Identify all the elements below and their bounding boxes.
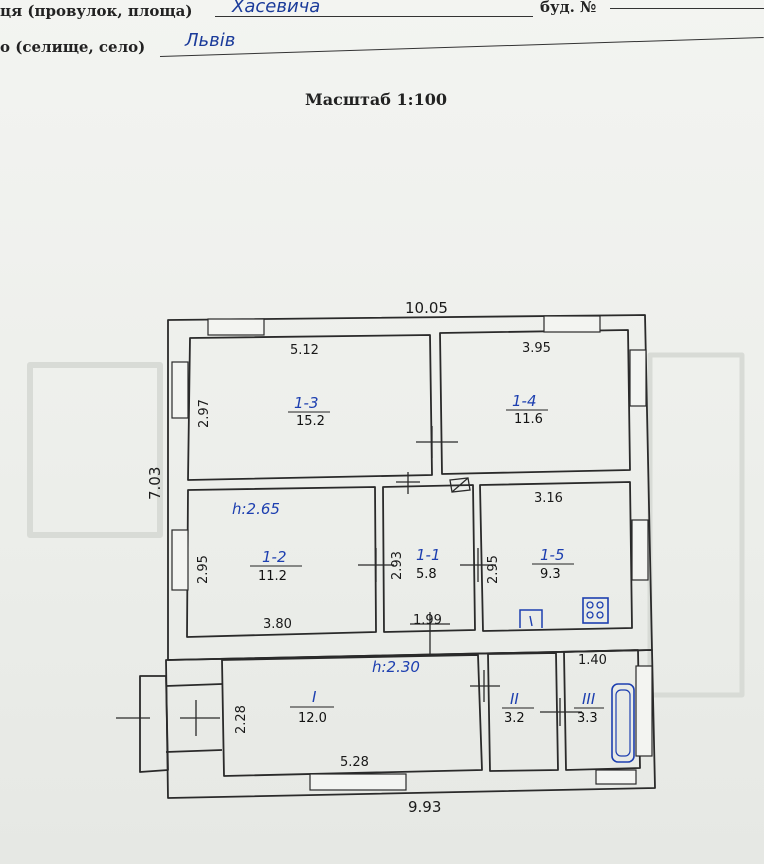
dim-top-width: 10.05 [405,299,448,317]
door-III [540,698,582,726]
stove-icon [582,597,609,624]
header-city-row: о (селище, село) Львів [0,30,764,64]
window-right-upper [629,349,647,407]
window-top-right [543,315,601,333]
room-II-area: 3.2 [504,711,525,726]
door-1-1-top [396,472,420,494]
room-1-5-depth: 2.95 [486,555,501,584]
room-III-area: 3.3 [577,711,598,726]
window-left-lower [171,529,189,591]
header-street-row: ця (провулок, площа) Хасевича буд. № [0,0,764,24]
room-1-4-area: 11.6 [514,412,543,427]
dim-left-height: 7.03 [146,467,164,500]
room-II-outline [487,652,559,772]
height-main: h:2.65 [232,500,280,518]
bleed-through-left [27,362,163,538]
room-1-4-id: 1-4 [512,392,537,410]
porch-outline [139,675,169,773]
room-I-width: 5.28 [340,755,369,770]
building-underline [610,8,764,9]
room-1-4-width: 3.95 [522,341,551,356]
room-1-5-outline [479,481,633,632]
bathtub-icon [611,683,635,763]
room-1-5-id: 1-5 [540,546,565,564]
room-1-2-width: 3.80 [263,617,292,632]
room-1-3-width: 5.12 [290,343,319,358]
room-1-2-area: 11.2 [258,569,287,584]
room-I-outline [221,654,483,777]
room-1-1-id: 1-1 [416,546,441,564]
windows [171,315,653,791]
city-value[interactable]: Львів [185,30,236,51]
door-1-1-bottom [410,612,450,655]
room-I-id: I [312,688,317,706]
room-1-3-id: 1-3 [294,394,319,412]
street-value[interactable]: Хасевича [232,0,321,17]
porch-steps [165,683,223,753]
door-1-2 [358,548,394,582]
room-I-area: 12.0 [298,711,327,726]
door-1-3 [416,426,458,458]
door-entrance [116,700,220,736]
window-bottom [309,773,407,791]
window-top-left [207,318,265,336]
door-II [470,670,500,702]
scale-title: Масштаб 1:100 [305,90,447,109]
room-1-3-outline [187,334,433,481]
chimney [449,477,471,493]
room-III-id: III [582,690,596,708]
room-1-1-width: 1.99 [413,613,442,628]
room-1-2-id: 1-2 [262,548,287,566]
room-I-depth: 2.28 [234,705,249,734]
room-1-5-area: 9.3 [540,567,561,582]
door-1-5 [460,548,496,582]
street-label: ця (провулок, площа) [0,2,193,20]
sink-icon [519,609,543,628]
window-annex-right [635,665,653,757]
street-underline [215,16,533,17]
room-II-id: II [510,690,519,708]
room-1-3-depth: 2.97 [197,399,212,428]
city-label: о (селище, село) [0,38,146,56]
room-1-3-area: 15.2 [296,414,325,429]
dim-bottom-width: 9.93 [408,798,441,816]
room-III-width: 1.40 [578,653,607,668]
building-label: буд. № [540,0,597,16]
window-right-lower [631,519,649,581]
door-markers [116,426,582,736]
window-left-upper [171,361,189,419]
room-III-outline [563,649,641,771]
height-annex: h:2.30 [372,658,420,676]
room-1-1-area: 5.8 [416,567,437,582]
room-1-1-depth: 2.93 [390,551,405,580]
room-1-5-width: 3.16 [534,491,563,506]
room-1-1-outline [382,484,476,633]
bleed-through-right [647,352,745,698]
window-annex-bottom [595,769,637,785]
room-1-2-depth: 2.95 [196,555,211,584]
main-outer-wall [167,314,653,661]
